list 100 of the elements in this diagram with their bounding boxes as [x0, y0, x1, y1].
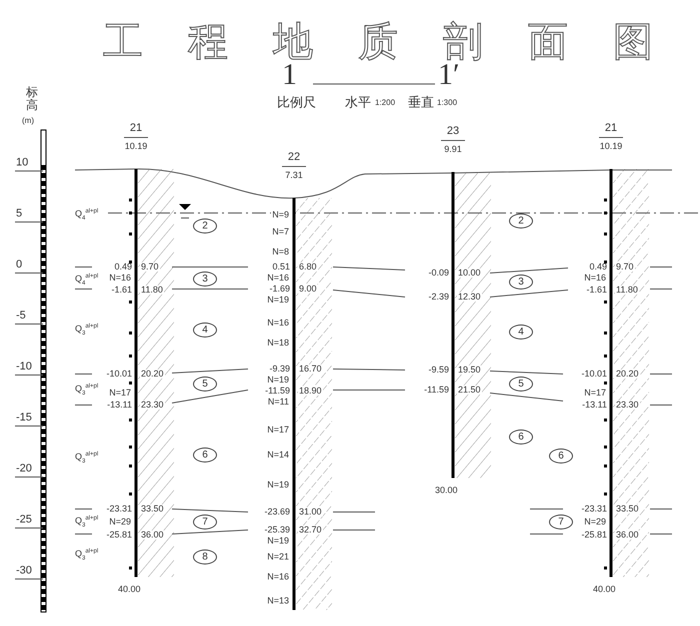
- spt-blow-count: N=19: [266, 296, 290, 304]
- borehole-depth: 30.00: [435, 486, 458, 495]
- axis-tick-label: -20: [16, 464, 32, 474]
- spt-blow-count: N=11: [266, 398, 290, 406]
- depth-value: 36.00: [615, 530, 640, 540]
- spt-blow-count: N=19: [266, 480, 290, 490]
- depth-value: 9.70: [140, 262, 160, 272]
- axis-tick-label: -25: [16, 514, 32, 526]
- axis-tick-label: 10: [16, 158, 28, 168]
- spt-blow-count: N=9: [271, 210, 290, 220]
- layer-number-ellipse: 4: [193, 322, 217, 338]
- axis-tick-label: -30: [16, 566, 32, 576]
- ground-elevation: 7.31: [285, 171, 303, 180]
- spt-blow-count: N=7: [271, 228, 290, 236]
- spt-blow-count: N=8: [271, 248, 290, 256]
- axis-tick-label: -15: [16, 412, 32, 424]
- layer-number-ellipse: 3: [509, 274, 533, 290]
- layer-number-ellipse: 4: [509, 324, 533, 340]
- spt-blow-count: N=16: [108, 274, 132, 282]
- borehole-number: 22: [282, 152, 306, 167]
- axis-tick-label: 0: [16, 260, 22, 270]
- layer-number-ellipse: 7: [193, 514, 217, 530]
- spt-blow-count: N=16: [266, 318, 290, 328]
- depth-value: 12.30: [457, 292, 482, 302]
- spt-blow-count: N=17: [583, 388, 607, 398]
- depth-value: 6.80: [298, 262, 318, 272]
- spt-blow-count: N=16: [583, 274, 607, 282]
- scale-value: 1:300: [437, 99, 458, 107]
- scale-label: 比例尺: [277, 96, 316, 108]
- ground-elevation: 9.91: [444, 145, 462, 154]
- layer-number-ellipse: 5: [509, 376, 533, 392]
- elevation-value: -9.39: [269, 364, 290, 374]
- spt-blow-count: N=17: [266, 426, 290, 434]
- depth-value: 11.80: [140, 286, 164, 294]
- depth-value: 21.50: [457, 386, 482, 394]
- depth-value: 18.90: [298, 386, 323, 396]
- layer-number-ellipse: 2: [193, 218, 217, 234]
- depth-value: 20.20: [615, 370, 640, 378]
- spt-blow-count: N=19: [266, 376, 290, 384]
- depth-value: 10.00: [457, 268, 482, 278]
- elevation-value: -25.81: [106, 530, 132, 540]
- spt-blow-count: N=19: [266, 536, 290, 546]
- spt-blow-count: N=14: [266, 450, 290, 460]
- spt-blow-count: N=29: [108, 518, 132, 526]
- scale-value: 1:200: [375, 99, 396, 107]
- axis-tick-label: -5: [16, 310, 26, 322]
- elevation-value: -11.59: [424, 386, 449, 394]
- elevation-value: 0.49: [589, 262, 607, 272]
- depth-value: 9.70: [615, 262, 635, 272]
- layer-number-ellipse: 7: [549, 514, 573, 530]
- depth-value: 32.70: [298, 526, 323, 534]
- depth-value: 9.00: [298, 284, 318, 294]
- borehole-number: 21: [598, 123, 624, 138]
- spt-blow-count: N=21: [266, 552, 290, 562]
- elevation-value: -23.69: [264, 508, 290, 516]
- elevation-value: -13.11: [582, 400, 607, 410]
- borehole-number: 21: [124, 123, 148, 138]
- elevation-value: -25.81: [581, 530, 607, 540]
- elevation-value: 0.51: [272, 262, 290, 272]
- spt-blow-count: N=16: [266, 572, 290, 582]
- depth-value: 11.80: [615, 286, 639, 294]
- spt-blow-count: N=29: [583, 518, 607, 526]
- layer-number-ellipse: 8: [193, 550, 217, 564]
- depth-value: 16.70: [298, 364, 323, 374]
- layer-number-ellipse: 6: [549, 448, 573, 464]
- elevation-value: -1.69: [269, 284, 290, 294]
- elevation-value: -10.01: [106, 370, 132, 378]
- spt-blow-count: N=16: [266, 274, 290, 282]
- borehole-depth: 40.00: [118, 585, 141, 594]
- elevation-value: -1.61: [586, 286, 607, 294]
- scale-label: 水平: [345, 96, 371, 108]
- elevation-value: -0.09: [428, 268, 449, 278]
- unit-label: (m): [22, 117, 34, 125]
- axis-tick-label: -10: [16, 362, 32, 372]
- depth-value: 20.20: [140, 370, 165, 378]
- layer-number-ellipse: 3: [193, 272, 217, 286]
- elevation-value: -10.01: [581, 370, 607, 378]
- scale-label: 垂直: [408, 96, 434, 108]
- ground-elevation: 10.19: [600, 142, 622, 151]
- layer-number-ellipse: 5: [193, 376, 217, 392]
- elevation-value: -23.31: [581, 504, 607, 514]
- axis-tick-label: 5: [16, 208, 22, 220]
- depth-value: 31.00: [298, 508, 323, 516]
- spt-blow-count: N=17: [108, 388, 132, 398]
- depth-value: 23.30: [615, 400, 640, 410]
- elevation-value: -13.11: [107, 400, 132, 410]
- elevation-value: 0.49: [114, 262, 132, 272]
- ground-elevation: 10.19: [124, 142, 148, 151]
- spt-blow-count: N=18: [266, 338, 290, 348]
- spt-blow-count: N=13: [266, 596, 290, 606]
- elevation-value: -25.39: [264, 526, 290, 534]
- elevation-value: -2.39: [428, 292, 449, 302]
- elevation-value: -23.31: [106, 504, 132, 514]
- depth-value: 23.30: [140, 400, 165, 410]
- elevation-value: -11.59: [265, 386, 290, 396]
- layer-number-ellipse: 2: [509, 214, 533, 228]
- axis-title: 标高: [26, 86, 38, 112]
- depth-value: 19.50: [457, 366, 482, 374]
- depth-value: 33.50: [140, 504, 165, 514]
- elevation-value: -9.59: [428, 366, 449, 374]
